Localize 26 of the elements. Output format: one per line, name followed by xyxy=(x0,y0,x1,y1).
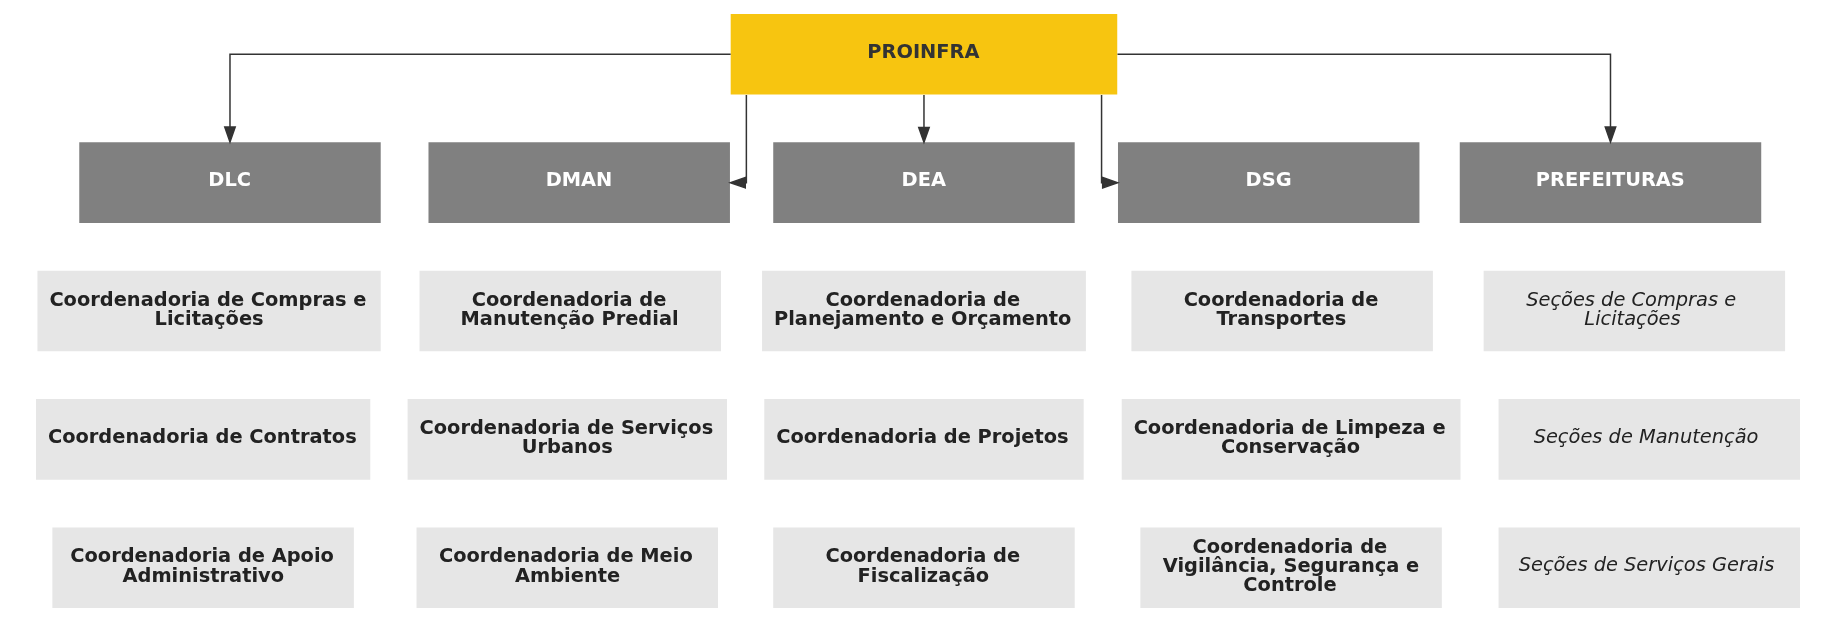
node-box: Coordenadoria de Limpeza e Conservação xyxy=(1121,399,1461,480)
arrow xyxy=(223,53,732,145)
node-box: Coordenadoria de Transportes xyxy=(1131,270,1433,352)
node-box: Coordenadoria de Projetos xyxy=(764,399,1084,480)
node-box: Seções de Compras e Licitações xyxy=(1483,270,1786,352)
node-box: PREFEITURAS xyxy=(1459,142,1762,223)
node-box: Coordenadoria de Manutenção Predial xyxy=(419,270,721,352)
arrow xyxy=(1116,53,1617,145)
node-box: Coordenadoria de Planejamento e Orçamento xyxy=(762,270,1086,352)
node-box: Coordenadoria de Contratos xyxy=(35,399,371,480)
node-box: Seções de Serviços Gerais xyxy=(1498,527,1801,608)
node-box: Coordenadoria de Compras e Licitações xyxy=(37,270,381,352)
arrow xyxy=(728,94,748,189)
node-box: Coordenadoria de Serviços Urbanos xyxy=(407,399,727,480)
node-box: DLC xyxy=(79,142,381,223)
node-box: DSG xyxy=(1118,142,1420,223)
node-box: Seções de Manutenção xyxy=(1498,399,1801,480)
node-box: Coordenadoria de Fiscalização xyxy=(773,527,1075,608)
node-box: DEA xyxy=(773,142,1075,223)
node-box: DMAN xyxy=(428,142,730,223)
node-box: PROINFRA xyxy=(730,14,1118,95)
node-box: Coordenadoria de Apoio Administrativo xyxy=(52,527,354,608)
node-box: Coordenadoria de Vigilância, Segurança e Controle xyxy=(1140,527,1442,608)
node-box: Coordenadoria de Meio Ambiente xyxy=(416,527,718,608)
arrow xyxy=(917,94,931,145)
arrow xyxy=(1100,94,1120,189)
